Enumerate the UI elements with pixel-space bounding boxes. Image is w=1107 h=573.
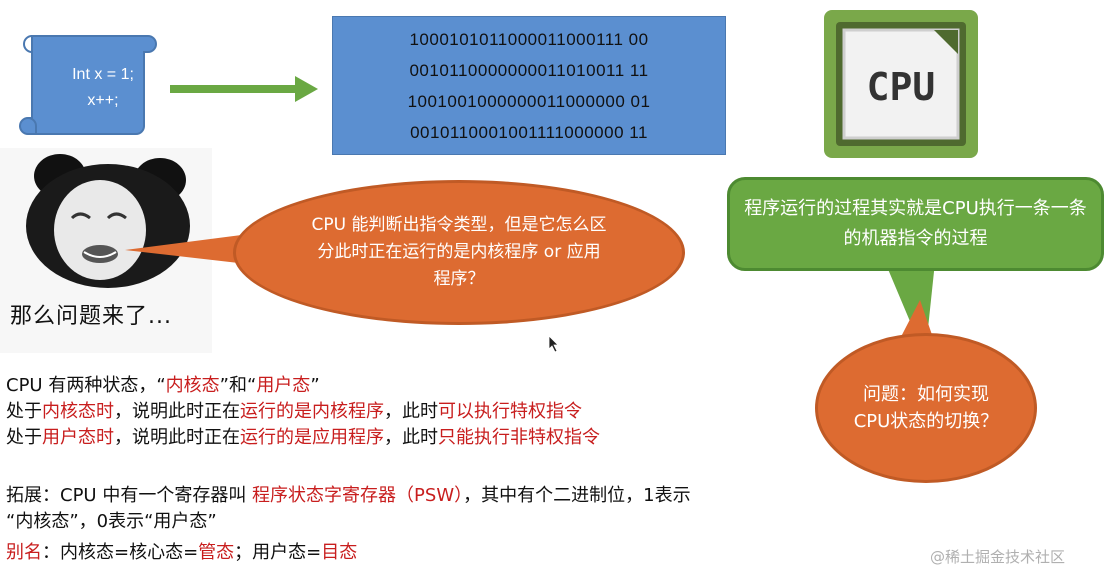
- panda-meme: [0, 148, 212, 353]
- psw-extension-line: 拓展：CPU 中有一个寄存器叫 程序状态字寄存器（PSW），其中有个二进制位，1…: [6, 483, 691, 509]
- user-mode-line: 处于用户态时，说明此时正在运行的是应用程序，此时只能执行非特权指令: [6, 425, 600, 451]
- panda-face-icon: [26, 154, 190, 288]
- cpu-label: CPU: [867, 65, 936, 109]
- text-span: ；用户态=: [234, 542, 322, 563]
- highlight-span: 运行的是内核程序: [240, 401, 384, 422]
- mouse-cursor-icon: [548, 335, 559, 353]
- kernel-mode-line: 处于内核态时，说明此时正在运行的是内核程序，此时可以执行特权指令: [6, 399, 582, 425]
- text-span: 处于: [6, 427, 42, 448]
- aliases-line: 别名：内核态=核心态=管态；用户态=目态: [6, 540, 357, 566]
- cpu-question-bubble: CPU 能判断出指令类型，但是它怎么区分此时正在运行的是内核程序 or 应用程序…: [233, 180, 685, 325]
- text-span: ，其中有个二进制位，1表示: [463, 485, 691, 506]
- alias-label: 别名: [6, 542, 42, 563]
- text-span: ，此时: [384, 401, 438, 422]
- binary-line-3: 1001001000000011000000 01: [407, 91, 651, 111]
- question-text: 问题：如何实现CPU状态的切换？: [853, 384, 999, 432]
- scroll-shape: [19, 35, 157, 135]
- text-span: ”: [310, 375, 320, 396]
- meme-caption: 那么问题来了...: [10, 304, 172, 329]
- machine-code-box: 1000101011000011000111 00 00101100000000…: [332, 16, 726, 155]
- highlight-span: 可以执行特权指令: [438, 401, 582, 422]
- user-mode-term: 用户态: [256, 375, 311, 396]
- binary-line-2: 0010110000000011010011 11: [409, 60, 649, 80]
- highlight-span: 只能执行非特权指令: [438, 427, 600, 448]
- watermark: @稀土掘金技术社区: [930, 548, 1066, 566]
- cpu-explanation-callout: 程序运行的过程其实就是CPU执行一条一条的机器指令的过程: [727, 177, 1104, 271]
- text-span: ，说明此时正在: [114, 401, 240, 422]
- state-switch-question: 问题：如何实现CPU状态的切换？: [815, 333, 1037, 483]
- text-span: CPU 有两种状态，“: [6, 375, 166, 396]
- highlight-span: 运行的是应用程序: [240, 427, 384, 448]
- states-intro-line: CPU 有两种状态，“内核态”和“用户态”: [6, 373, 320, 399]
- highlight-span: 目态: [321, 542, 358, 563]
- kernel-mode-term: 内核态: [165, 375, 220, 396]
- psw-bit-meaning-line: “内核态”，0表示“用户态”: [6, 511, 217, 532]
- speech-tail: [125, 232, 265, 266]
- right-arrow-icon: [170, 76, 318, 102]
- bubble-text: CPU 能判断出指令类型，但是它怎么区分此时正在运行的是内核程序 or 应用程序…: [311, 215, 607, 289]
- code-scroll: Int x = 1; x++;: [18, 22, 158, 142]
- binary-line-4: 0010110001001111000000 11: [410, 122, 648, 142]
- psw-term: 程序状态字寄存器（PSW）: [252, 485, 464, 506]
- code-line-1: Int x = 1;: [72, 66, 134, 83]
- highlight-span: 管态: [198, 542, 235, 563]
- cpu-chip-icon: CPU: [824, 10, 978, 158]
- text-span: ，此时: [384, 427, 438, 448]
- code-line-2: x++;: [87, 92, 119, 109]
- code-text: Int x = 1; x++;: [48, 62, 158, 114]
- text-span: 拓展：CPU 中有一个寄存器叫: [6, 485, 253, 506]
- callout-text: 程序运行的过程其实就是CPU执行一条一条的机器指令的过程: [744, 198, 1087, 249]
- highlight-span: 内核态时: [42, 401, 114, 422]
- text-span: ”和“: [219, 375, 257, 396]
- text-span: ：内核态=核心态=: [42, 542, 199, 563]
- highlight-span: 用户态时: [42, 427, 114, 448]
- binary-line-1: 1000101011000011000111 00: [409, 29, 649, 49]
- text-span: 处于: [6, 401, 42, 422]
- text-span: ，说明此时正在: [114, 427, 240, 448]
